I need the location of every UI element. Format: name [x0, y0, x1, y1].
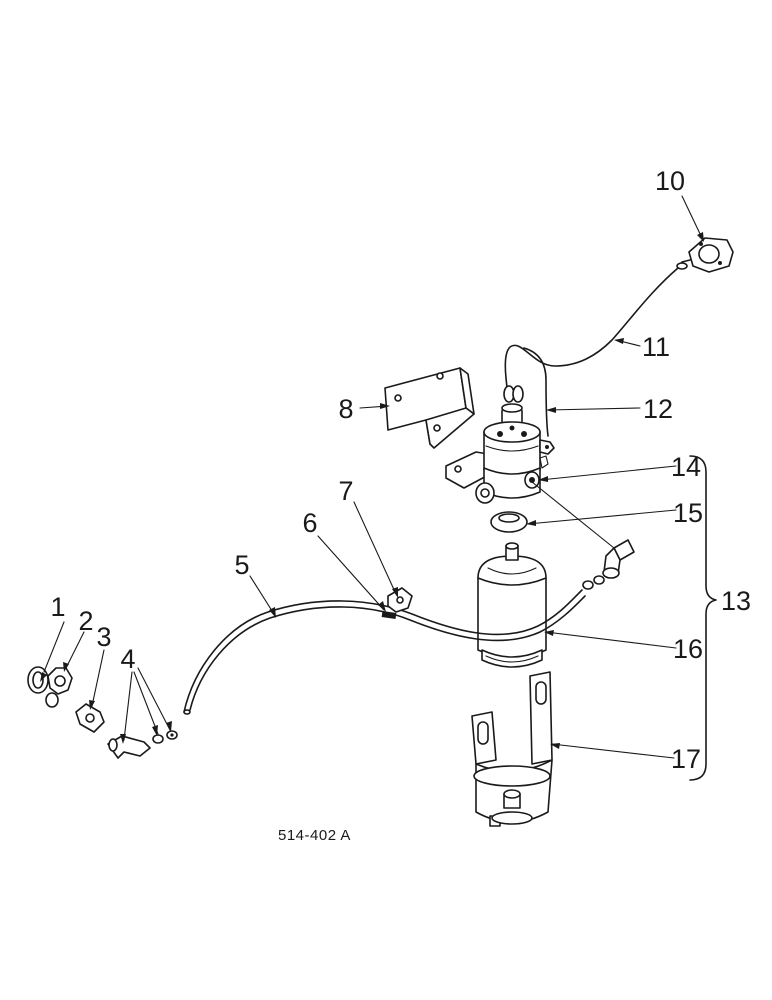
callout-1: 1 — [50, 592, 65, 622]
part-17-strap — [471, 671, 553, 827]
part-10-switch — [676, 237, 734, 273]
callout-12: 12 — [643, 394, 673, 424]
part-11-wire — [504, 267, 679, 437]
drawing-code: 514-402 A — [278, 827, 351, 844]
callout-16: 16 — [673, 634, 703, 664]
callout-4: 4 — [120, 644, 135, 674]
part-7-clip — [387, 587, 413, 613]
callout-13: 13 — [721, 586, 751, 616]
part-14-heater-body — [475, 455, 549, 504]
part-16-filter — [477, 542, 547, 668]
callout-7: 7 — [338, 476, 353, 506]
callout-2: 2 — [78, 606, 93, 636]
leader-lines — [43, 195, 703, 759]
part-4-elbow-fittings — [107, 730, 178, 759]
callout-17: 17 — [671, 744, 701, 774]
callout-10: 10 — [655, 166, 685, 196]
callout-11: 11 — [642, 332, 670, 362]
callout-14: 14 — [671, 452, 701, 482]
callout-3: 3 — [96, 622, 111, 652]
part-2-nut — [45, 667, 73, 708]
callout-5: 5 — [234, 550, 249, 580]
part-3-adapter — [75, 703, 105, 733]
assembly-brace — [689, 455, 717, 781]
callouts: 1 2 3 4 5 6 7 8 10 11 12 13 14 15 16 17 — [50, 166, 751, 774]
elbow-fitting-right — [582, 539, 635, 590]
callout-15: 15 — [673, 498, 703, 528]
callout-8: 8 — [338, 394, 353, 424]
arrowheads — [40, 232, 704, 749]
part-15-seal — [490, 511, 528, 533]
part-8-bracket — [384, 367, 495, 489]
part-12-heater-head — [483, 385, 555, 477]
callout-6: 6 — [302, 508, 317, 538]
